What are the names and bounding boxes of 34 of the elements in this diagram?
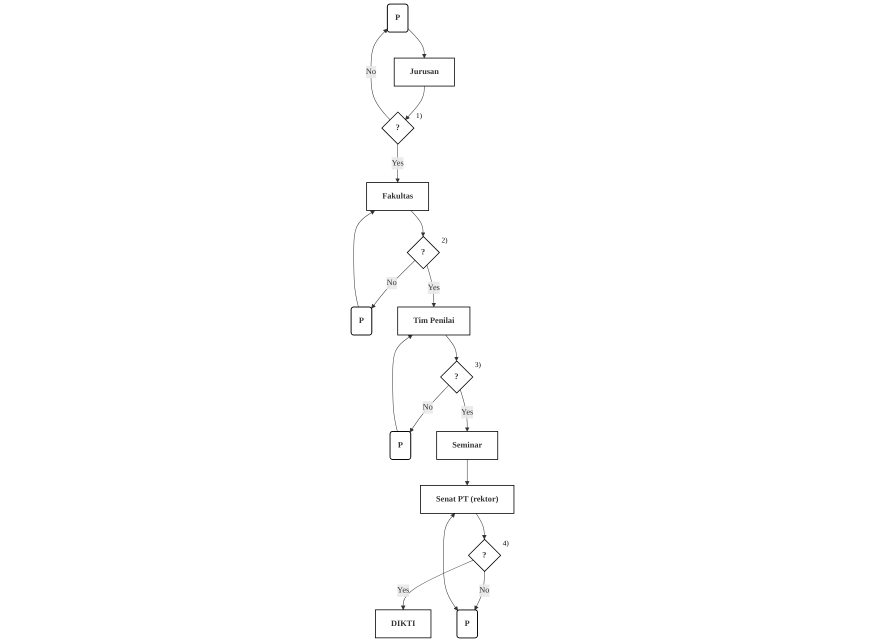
node-diamond: ? [468,538,502,572]
arrow [410,385,450,432]
edge-label: No [479,586,490,595]
arrow [392,334,413,432]
node-diamond: ? [381,111,415,145]
edge-label: No [386,278,397,288]
node-diamond: ? [406,236,440,270]
node-box: Seminar [436,431,498,460]
arrow [446,334,459,362]
edge-label: Yes [461,408,474,416]
node-diamond: ? [440,360,474,394]
node-box: Senat PT (rektor) [420,485,514,514]
arrow [372,260,416,309]
arrow [370,28,390,120]
arrow [401,560,474,610]
arrow [476,513,487,540]
node-box: DIKTI [375,609,432,638]
node-box: Jurusan [394,58,455,86]
edge-label: Yes [428,283,440,292]
arrow [410,210,426,237]
edge-label: No [422,402,433,412]
arrow [426,264,436,308]
arrow [474,571,485,610]
arrow [460,389,470,432]
arrow [443,513,458,611]
node-box: Tim Penilai [398,306,470,336]
edge-label: No [366,67,376,76]
arrow [465,459,470,486]
arrow [408,28,427,58]
node-box: Fakultas [366,182,430,211]
edge-label: Yes [397,586,410,595]
arrow [354,210,376,308]
arrow [405,86,425,120]
edge-label: Yes [392,158,404,168]
